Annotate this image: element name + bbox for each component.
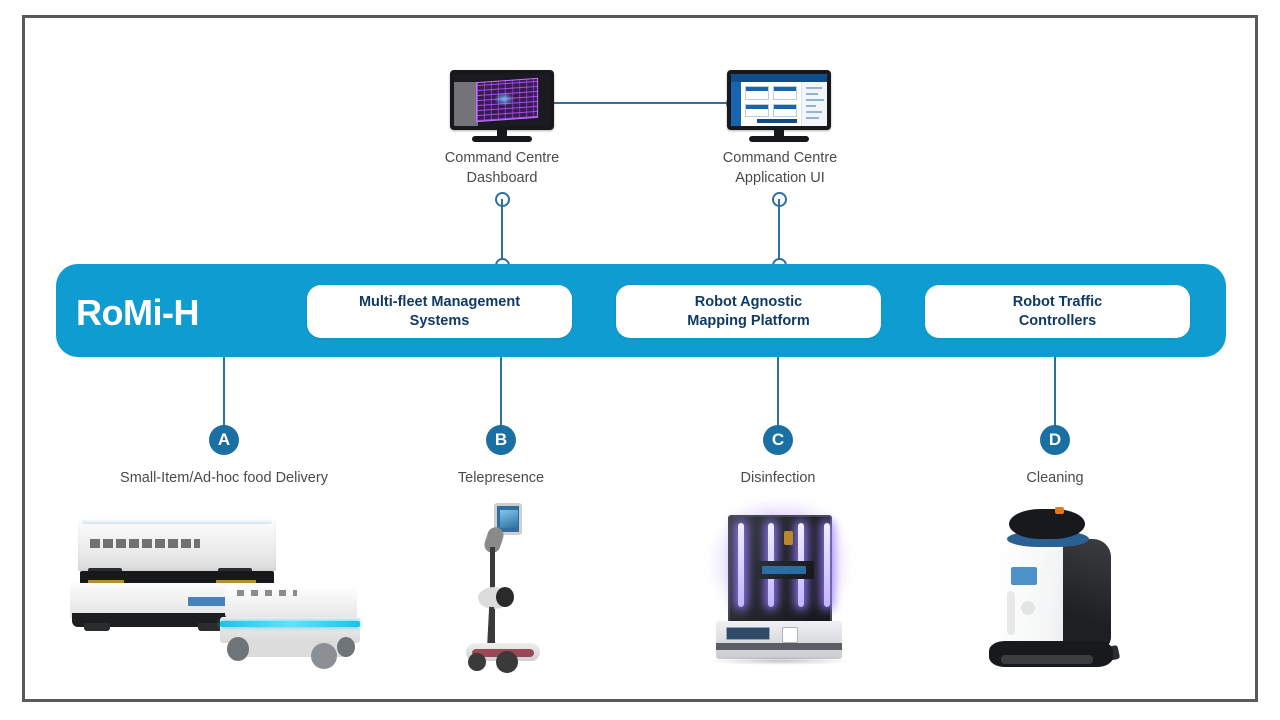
connector-bar-to-branch-b [500,357,502,427]
dashboard-screen-highlight [494,92,514,106]
branch-caption-a: Small-Item/Ad-hoc food Delivery [120,470,328,486]
telepresence-robot-image [466,503,556,675]
app-screen-topbar [731,74,827,82]
monitor-stand-base [472,136,532,142]
branch-badge-a[interactable]: A [209,425,239,455]
connector-bar-to-branch-c [777,357,779,427]
branch-badge-c[interactable]: C [763,425,793,455]
command-centre-dashboard-caption: Command Centre Dashboard [444,150,560,186]
monitor-stand-neck [497,130,507,138]
app-screen-footer-bar [757,119,797,123]
app-screen-card [773,104,797,117]
monitor-bezel [727,70,831,130]
uv-disinfection-robot-image [706,505,856,670]
branch-badge-d[interactable]: D [1040,425,1070,455]
command-centre-dashboard-monitor[interactable] [450,70,554,144]
branch-caption-c: Disinfection [740,470,816,486]
romi-h-brand-title: RoMi-H [76,292,199,333]
connector-application-ui-to-bar [778,199,780,267]
app-screen-card [745,104,769,117]
pill-robot-agnostic-mapping-platform[interactable]: Robot Agnostic Mapping Platform [616,285,881,338]
application-ui-screen [731,74,827,126]
connector-bar-to-branch-d [1054,357,1056,427]
connector-dashboard-to-application-ui [548,102,726,104]
app-screen-right-column [801,82,827,126]
connector-bar-to-branch-a [223,357,225,427]
app-screen-card [745,86,769,100]
mir-amr-robot [215,585,365,675]
branch-caption-b: Telepresence [457,470,545,486]
monitor-bezel [450,70,554,130]
pill-robot-traffic-controllers[interactable]: Robot Traffic Controllers [925,285,1190,338]
pill-multi-fleet-management-systems[interactable]: Multi-fleet Management Systems [307,285,572,338]
delivery-robots-image [70,505,370,670]
dashboard-screen [454,74,550,126]
command-centre-application-ui-monitor[interactable] [727,70,831,144]
connector-dashboard-to-bar [501,199,503,267]
floor-cleaning-robot-image [985,505,1125,673]
branch-caption-d: Cleaning [1026,470,1084,486]
app-screen-card [773,86,797,100]
monitor-stand-neck [774,130,784,138]
branch-badge-b[interactable]: B [486,425,516,455]
app-screen-sidebar [731,82,741,126]
command-centre-application-ui-caption: Command Centre Application UI [722,150,838,186]
monitor-stand-base [749,136,809,142]
dashboard-screen-side-pane [454,82,478,126]
